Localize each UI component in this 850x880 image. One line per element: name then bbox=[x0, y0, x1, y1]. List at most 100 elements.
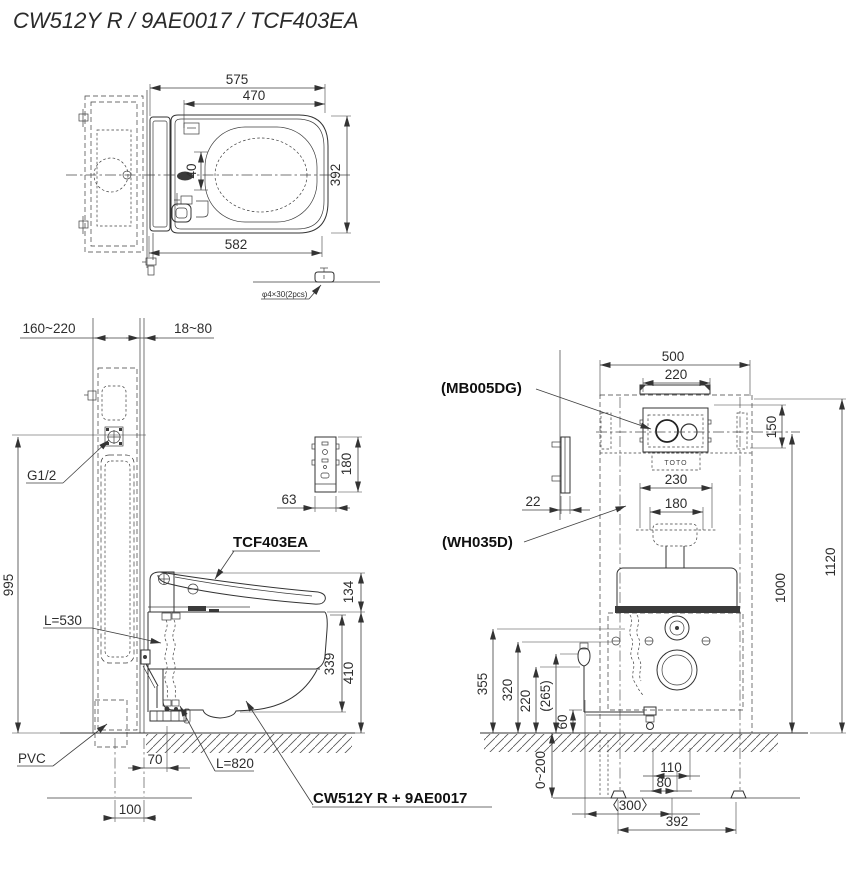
dim-nozzle-40: 40 bbox=[184, 151, 208, 191]
dim-339: 339 bbox=[322, 615, 345, 712]
dim-frame-depth: 160~220 bbox=[23, 321, 76, 336]
svg-text:1000: 1000 bbox=[773, 573, 788, 603]
service-cover bbox=[651, 452, 701, 471]
side-view: 160~220 18~80 G1/2 bbox=[1, 318, 492, 822]
svg-text:339: 339 bbox=[322, 653, 337, 676]
dim-80: 80 bbox=[640, 775, 692, 794]
svg-text:220: 220 bbox=[518, 690, 533, 713]
svg-text:63: 63 bbox=[281, 492, 296, 507]
page-title: CW512Y R / 9AE0017 / TCF403EA bbox=[13, 8, 359, 33]
remote-control-side bbox=[311, 436, 340, 493]
svg-text:150: 150 bbox=[764, 416, 779, 439]
dim-392-top: 392 bbox=[328, 115, 351, 234]
dim-265: (265) bbox=[538, 654, 559, 733]
svg-text:320: 320 bbox=[500, 679, 515, 702]
svg-text:(265): (265) bbox=[538, 680, 553, 712]
top-view: 40 575 470 392 582 bbox=[66, 72, 380, 300]
drain-outlet bbox=[656, 649, 698, 691]
svg-text:TCF403EA: TCF403EA bbox=[233, 534, 308, 551]
dim-remote-180: 180 bbox=[338, 436, 362, 493]
svg-text:180: 180 bbox=[665, 496, 688, 511]
dim-60: 60 bbox=[555, 710, 576, 733]
svg-text:80: 80 bbox=[656, 775, 671, 790]
svg-text:500: 500 bbox=[662, 349, 685, 364]
bowl-callout: CW512Y R + 9AE0017 bbox=[245, 700, 492, 808]
flush-button-large bbox=[655, 419, 679, 443]
svg-text:22: 22 bbox=[525, 494, 540, 509]
svg-text:995: 995 bbox=[1, 574, 16, 597]
svg-text:〈300〉: 〈300〉 bbox=[605, 798, 655, 813]
svg-text:(WH035D): (WH035D) bbox=[442, 534, 513, 551]
dim-134: 134 bbox=[341, 573, 364, 612]
water-inlet bbox=[104, 426, 124, 447]
frame-callout: (WH035D) bbox=[442, 505, 627, 551]
dim-355: 355 bbox=[475, 629, 496, 733]
dim-500: 500 bbox=[599, 349, 751, 396]
in-wall-frame-side bbox=[84, 367, 138, 731]
frame-outline bbox=[599, 394, 753, 734]
svg-text:40: 40 bbox=[184, 163, 199, 178]
svg-text:582: 582 bbox=[225, 237, 248, 252]
floor-hatch-front bbox=[484, 734, 778, 752]
dim-150: 150 bbox=[714, 404, 786, 449]
dim-remote-63: 63 bbox=[277, 492, 350, 512]
dim-1120: 1120 bbox=[754, 398, 846, 734]
hose-front bbox=[629, 614, 657, 730]
toilet-plan bbox=[149, 114, 329, 234]
hose-lower-callout: L=820 bbox=[179, 705, 254, 772]
plate-side-view bbox=[551, 350, 571, 520]
plate-callout: (MB005DG) bbox=[441, 380, 652, 430]
in-wall-tank-plan bbox=[78, 95, 144, 253]
pvc-drain: PVC bbox=[17, 699, 192, 799]
dim-582: 582 bbox=[148, 236, 323, 257]
svg-text:355: 355 bbox=[475, 673, 490, 696]
svg-text:100: 100 bbox=[119, 802, 142, 817]
seat-opening bbox=[214, 137, 308, 213]
svg-text:(MB005DG): (MB005DG) bbox=[441, 380, 522, 397]
dim-392-front: 392 bbox=[617, 800, 737, 834]
stop-valve bbox=[577, 642, 644, 716]
dim-410: 410 bbox=[341, 612, 364, 733]
front-view: TOTO 500 220 150 bbox=[441, 349, 846, 834]
svg-text:G1/2: G1/2 bbox=[27, 468, 56, 483]
dim-220-top: 220 bbox=[642, 367, 711, 392]
svg-text:470: 470 bbox=[243, 88, 266, 103]
cistern bbox=[607, 567, 744, 711]
dim-100: 100 bbox=[103, 800, 156, 822]
svg-text:410: 410 bbox=[341, 662, 356, 685]
dim-0-200: 0~200 bbox=[533, 733, 555, 798]
nozzle bbox=[177, 171, 193, 181]
label-pvc: PVC bbox=[18, 751, 46, 766]
water-hookup bbox=[142, 233, 157, 276]
dim-575: 575 bbox=[149, 72, 326, 116]
dim-300: 〈300〉 bbox=[572, 798, 700, 817]
dim-wall-offsets: 160~220 18~80 bbox=[20, 321, 214, 341]
inlet-callout: G1/2 bbox=[26, 439, 110, 484]
dim-22: 22 bbox=[522, 494, 590, 514]
svg-text:220: 220 bbox=[665, 367, 688, 382]
svg-text:60: 60 bbox=[555, 714, 570, 729]
hoses bbox=[161, 612, 181, 712]
floor-hatch-side bbox=[146, 734, 352, 753]
svg-text:392: 392 bbox=[666, 814, 689, 829]
dim-995: 995 bbox=[1, 434, 146, 734]
dim-320: 320 bbox=[500, 642, 521, 733]
svg-text:180: 180 bbox=[339, 453, 354, 476]
svg-text:L=820: L=820 bbox=[216, 756, 254, 771]
mounting-screw: φ4×30(2pcs) bbox=[253, 267, 380, 300]
svg-text:0~200: 0~200 bbox=[533, 751, 548, 789]
dim-1000: 1000 bbox=[773, 434, 797, 734]
dim-220-left: 220 bbox=[518, 667, 539, 733]
anchor-bolt-top bbox=[78, 109, 89, 127]
svg-text:70: 70 bbox=[147, 752, 162, 767]
dim-230: 230 bbox=[639, 472, 713, 528]
screw-note: φ4×30(2pcs) bbox=[262, 290, 308, 299]
dim-110: 110 bbox=[643, 760, 700, 779]
svg-text:1120: 1120 bbox=[823, 547, 838, 576]
hose-upper-callout: L=530 bbox=[43, 613, 162, 644]
dim-wall-finish: 18~80 bbox=[174, 321, 212, 336]
anchor-bolt-bottom bbox=[78, 216, 89, 234]
svg-text:CW512Y R + 9AE0017: CW512Y R + 9AE0017 bbox=[313, 790, 467, 807]
